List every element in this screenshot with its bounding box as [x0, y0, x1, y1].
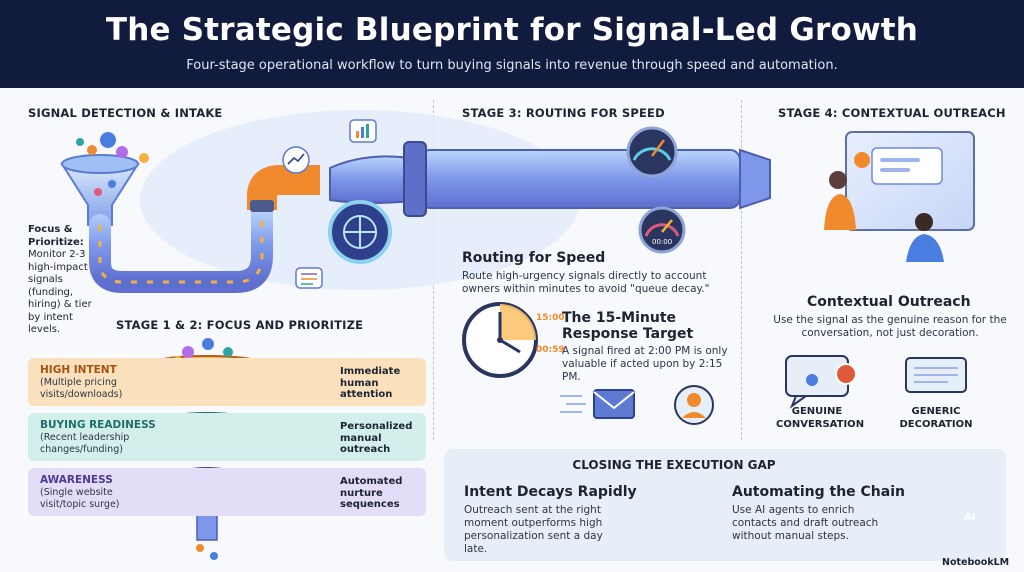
decay-text: Outreach sent at the right moment outper…: [464, 504, 603, 555]
tier-band-high-intent: HIGH INTENT (Multiple pricing visits/dow…: [28, 358, 426, 406]
response-clock-icon: [462, 302, 538, 378]
mail-icon: [593, 389, 635, 419]
presenter-person-icon: [824, 171, 856, 230]
speed-gauge-bottom: [638, 206, 686, 254]
stage3-heading: STAGE 3: ROUTING FOR SPEED: [462, 106, 665, 120]
orange-pipe-segment: [247, 165, 320, 210]
stage4-heading: STAGE 4: CONTEXTUAL OUTREACH: [778, 106, 1006, 120]
tier-title: AWARENESS: [40, 474, 113, 486]
brand-watermark: NotebookLM: [942, 557, 1010, 568]
list-tile-icon: [295, 267, 323, 289]
focus-block: Focus & Prioritize: Monitor 2-3 high-imp…: [28, 224, 104, 337]
tier-desc: (Single website visit/topic surge): [40, 487, 120, 510]
tier-title: HIGH INTENT: [40, 364, 117, 376]
clock-countdown-label: 15:00: [536, 313, 565, 323]
genuine-label: GENUINE CONVERSATION: [776, 406, 865, 430]
speed-lines-icon: [560, 395, 586, 413]
tier-title: BUYING READINESS: [40, 419, 156, 431]
gap-heading: CLOSING THE EXECUTION GAP: [572, 458, 776, 472]
tier-desc: (Multiple pricing visits/downloads): [40, 377, 123, 400]
stage12-heading: STAGE 1 & 2: FOCUS AND PRIORITIZE: [116, 318, 364, 332]
routing-title: Routing for Speed: [462, 250, 606, 266]
tier-band-buying-readiness: BUYING READINESS (Recent leadership chan…: [28, 413, 426, 461]
focus-label: Focus & Prioritize:: [28, 224, 84, 248]
clock-countdown-label-2: 00:59: [536, 345, 565, 355]
tier-desc: (Recent leadership changes/funding): [40, 432, 130, 455]
auto-text: Use AI agents to enrich contacts and dra…: [732, 504, 879, 542]
header-banner: [0, 0, 1024, 88]
decay-title: Intent Decays Rapidly: [464, 484, 637, 500]
tier-outcome: Personalized manual outreach: [340, 421, 413, 455]
target-title: The 15-Minute Response Target: [562, 310, 694, 342]
target-text: A signal fired at 2:00 PM is only valuab…: [562, 345, 728, 383]
account-owner-avatar-icon: [674, 385, 714, 425]
routing-text: Route high-urgency signals directly to a…: [462, 270, 710, 295]
execution-gap-panel: [444, 449, 1006, 561]
tier-outcome: Immediate human attention: [340, 366, 401, 400]
gauge-readout: 00:00: [652, 238, 673, 246]
page-subtitle: Four-stage operational workflow to turn …: [186, 58, 838, 73]
outreach-title: Contextual Outreach: [807, 294, 971, 310]
generic-decoration-icon: [905, 357, 967, 393]
tier-band-awareness: AWARENESS (Single website visit/topic su…: [28, 468, 426, 516]
generic-label: GENERIC DECORATION: [899, 406, 973, 430]
outreach-text: Use the signal as the genuine reason for…: [773, 314, 1007, 339]
speed-gauge-top: [626, 126, 678, 178]
listener-person-icon: [906, 213, 944, 262]
auto-title: Automating the Chain: [732, 484, 905, 500]
tier-outcome: Automated nurture sequences: [340, 476, 403, 510]
main-pipe: [419, 149, 741, 209]
focus-text: Monitor 2-3 high-impact signals (funding…: [28, 249, 92, 335]
divider-right: [741, 100, 742, 440]
intake-pipe: [89, 199, 273, 293]
genuine-conversation-icon: [785, 355, 857, 409]
intake-heading: SIGNAL DETECTION & INTAKE: [28, 106, 223, 120]
outreach-monitor-icon: [845, 131, 975, 231]
ai-chip-label: AI: [964, 512, 976, 523]
intake-funnel-icon: [60, 132, 149, 226]
page-title: The Strategic Blueprint for Signal-Led G…: [105, 12, 919, 48]
